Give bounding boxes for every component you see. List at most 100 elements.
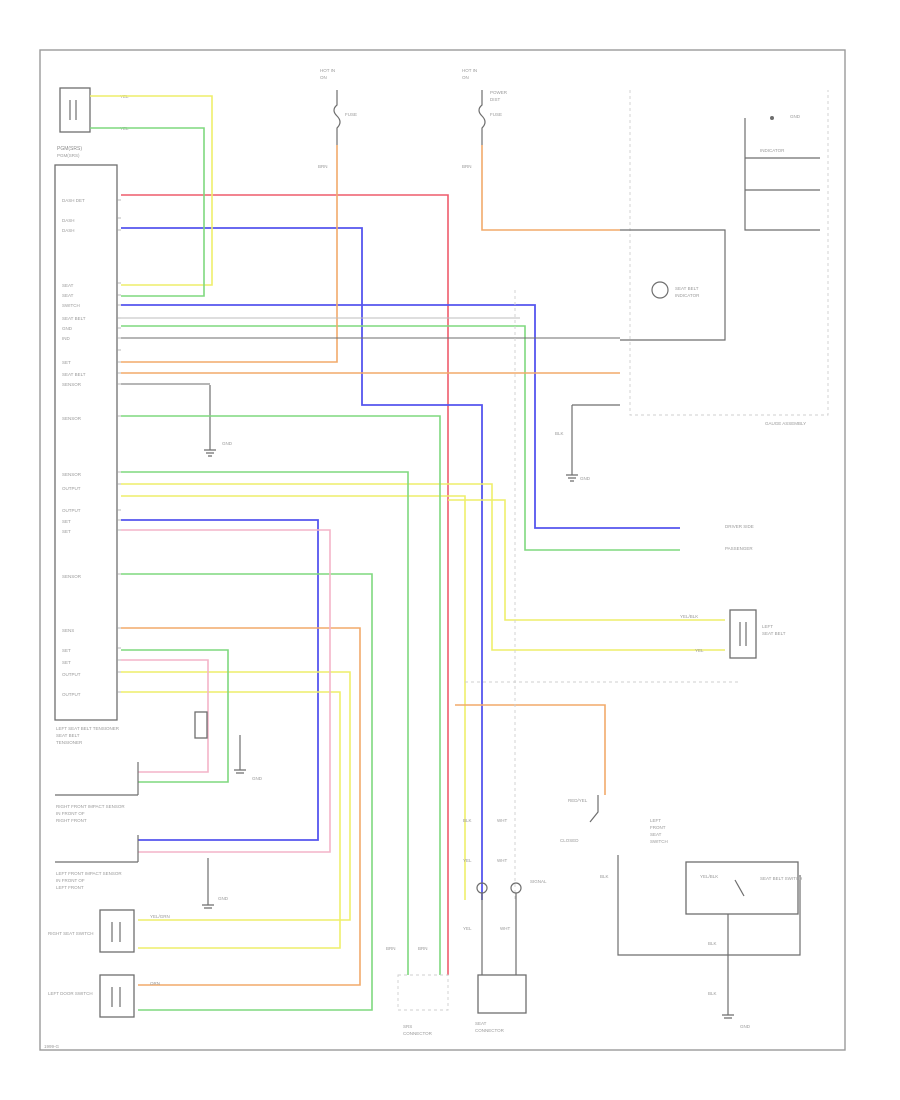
svg-text:POWER: POWER xyxy=(490,90,508,95)
svg-text:DRIVER SIDE: DRIVER SIDE xyxy=(725,524,754,529)
svg-text:LEFT FRONT IMPACT SENSOR: LEFT FRONT IMPACT SENSOR xyxy=(56,871,122,876)
svg-text:GND: GND xyxy=(580,476,591,481)
gauge-terminal xyxy=(770,116,774,120)
svg-text:SEAT BELT: SEAT BELT xyxy=(762,631,786,636)
svg-text:YEL/BLK: YEL/BLK xyxy=(700,874,718,879)
wire-gray xyxy=(121,337,620,385)
svg-text:ORN: ORN xyxy=(150,981,160,986)
svg-text:WHT: WHT xyxy=(500,926,510,931)
svg-text:DASH: DASH xyxy=(62,218,75,223)
svg-text:BRN: BRN xyxy=(418,946,428,951)
svg-text:RIGHT SEAT SWITCH: RIGHT SEAT SWITCH xyxy=(48,931,94,936)
svg-text:BLK: BLK xyxy=(555,431,564,436)
svg-text:SWITCH: SWITCH xyxy=(650,839,668,844)
svg-text:ON: ON xyxy=(320,75,327,80)
bottom-left-switches: RIGHT SEAT SWITCH YEL/GRN LEFT DOOR SWIT… xyxy=(48,909,170,1018)
top-left-switch xyxy=(59,87,91,133)
svg-text:LEFT SEAT BELT TENSIONER: LEFT SEAT BELT TENSIONER xyxy=(56,726,120,731)
wire-pink xyxy=(121,529,331,853)
wire-orange xyxy=(121,145,620,986)
svg-text:HOT IN: HOT IN xyxy=(462,68,477,73)
bottom-right-components: RED/YEL CLOSED BLK LEFT FRONT SEAT SWITC… xyxy=(560,524,802,1029)
svg-text:FUSE: FUSE xyxy=(345,112,357,117)
svg-text:RED/YEL: RED/YEL xyxy=(568,798,588,803)
bottom-center-modules: SRS CONNECTOR BRN BRN SEAT CONNECTOR BLK… xyxy=(386,818,547,1036)
svg-text:RIGHT FRONT: RIGHT FRONT xyxy=(56,818,87,823)
svg-text:SEAT BELT: SEAT BELT xyxy=(56,733,80,738)
svg-text:YEL/GRN: YEL/GRN xyxy=(150,914,170,919)
svg-text:YEL: YEL xyxy=(695,648,704,653)
svg-text:HOT IN: HOT IN xyxy=(320,68,335,73)
svg-text:IN FRONT OF: IN FRONT OF xyxy=(56,878,85,883)
footer-code: 1999-G xyxy=(44,1044,60,1049)
svg-text:BLK: BLK xyxy=(708,941,717,946)
svg-text:WHT: WHT xyxy=(497,818,507,823)
svg-text:LEFT FRONT: LEFT FRONT xyxy=(56,885,84,890)
gauge-assembly-box xyxy=(629,90,829,416)
wire-red xyxy=(121,194,449,975)
svg-text:GND: GND xyxy=(790,114,801,119)
svg-text:GND: GND xyxy=(218,896,229,901)
svg-text:SWITCH: SWITCH xyxy=(62,303,80,308)
svg-text:LEFT: LEFT xyxy=(650,818,661,823)
srs-unit-sublabel: PGM(SRS) xyxy=(57,153,80,158)
svg-text:SEAT BELT: SEAT BELT xyxy=(675,286,699,291)
svg-text:SEAT BELT: SEAT BELT xyxy=(62,316,86,321)
wire-green xyxy=(90,127,680,1011)
svg-text:SEAT: SEAT xyxy=(650,832,662,837)
svg-text:GND: GND xyxy=(62,326,73,331)
svg-text:BLK: BLK xyxy=(708,991,717,996)
svg-text:WHT: WHT xyxy=(497,858,507,863)
svg-text:SENSOR: SENSOR xyxy=(62,472,82,477)
svg-text:SET: SET xyxy=(62,648,71,653)
svg-text:OUTPUT: OUTPUT xyxy=(62,486,81,491)
svg-text:SET: SET xyxy=(62,529,71,534)
svg-text:DASH DET: DASH DET xyxy=(62,198,85,203)
srs-pin-labels: DASH DET DASH DASH SEAT SEAT SWITCH SEAT… xyxy=(62,198,86,697)
svg-text:SET: SET xyxy=(62,360,71,365)
svg-text:ON: ON xyxy=(462,75,469,80)
svg-text:LEFT: LEFT xyxy=(762,624,773,629)
left-lower-sensors: LEFT SEAT BELT TENSIONER SEAT BELT TENSI… xyxy=(55,711,263,909)
svg-text:RIGHT FRONT IMPACT SENSOR: RIGHT FRONT IMPACT SENSOR xyxy=(56,804,125,809)
fuse-right: HOT IN ON FUSE POWER DIST BRN xyxy=(462,68,508,169)
svg-text:GND: GND xyxy=(222,441,233,446)
svg-text:SRS: SRS xyxy=(403,1024,412,1029)
gauge-lamp-icon xyxy=(651,281,669,299)
svg-text:CONNECTOR: CONNECTOR xyxy=(475,1028,505,1033)
svg-text:CONNECTOR: CONNECTOR xyxy=(403,1031,433,1036)
svg-text:IND: IND xyxy=(62,336,71,341)
fuse-left: HOT IN ON FUSE BRN xyxy=(318,68,357,169)
wire-yellow xyxy=(90,95,725,949)
svg-text:SEAT: SEAT xyxy=(62,283,74,288)
svg-text:BRN: BRN xyxy=(462,164,472,169)
srs-control-unit xyxy=(54,164,118,721)
svg-text:BRN: BRN xyxy=(386,946,396,951)
srs-unit-pins xyxy=(117,199,121,693)
svg-text:SEAT BELT SWITCH: SEAT BELT SWITCH xyxy=(760,876,802,881)
svg-text:YEL: YEL xyxy=(463,858,472,863)
svg-text:FRONT: FRONT xyxy=(650,825,666,830)
svg-text:BLK: BLK xyxy=(600,874,609,879)
svg-text:SEAT BELT: SEAT BELT xyxy=(62,372,86,377)
svg-text:INDICATOR: INDICATOR xyxy=(760,148,785,153)
svg-text:SENSOR: SENSOR xyxy=(62,574,82,579)
svg-text:CLOSED: CLOSED xyxy=(560,838,579,843)
svg-text:IN FRONT OF: IN FRONT OF xyxy=(56,811,85,816)
gauge-assembly-label: GAUGE ASSEMBLY xyxy=(765,421,806,426)
svg-text:OUTPUT: OUTPUT xyxy=(62,692,81,697)
svg-text:SIGNAL: SIGNAL xyxy=(530,879,547,884)
svg-text:OUTPUT: OUTPUT xyxy=(62,508,81,513)
svg-text:INDICATOR: INDICATOR xyxy=(675,293,700,298)
svg-text:SEAT: SEAT xyxy=(62,293,74,298)
svg-text:SENS: SENS xyxy=(62,628,74,633)
svg-text:BLK: BLK xyxy=(463,818,472,823)
svg-text:GND: GND xyxy=(252,776,263,781)
svg-text:SENSOR: SENSOR xyxy=(62,382,82,387)
svg-text:DASH: DASH xyxy=(62,228,75,233)
svg-text:GND: GND xyxy=(740,1024,751,1029)
srs-unit-label: PGM(SRS) xyxy=(57,146,82,152)
svg-text:SEAT: SEAT xyxy=(475,1021,487,1026)
wire-blue xyxy=(121,227,680,900)
